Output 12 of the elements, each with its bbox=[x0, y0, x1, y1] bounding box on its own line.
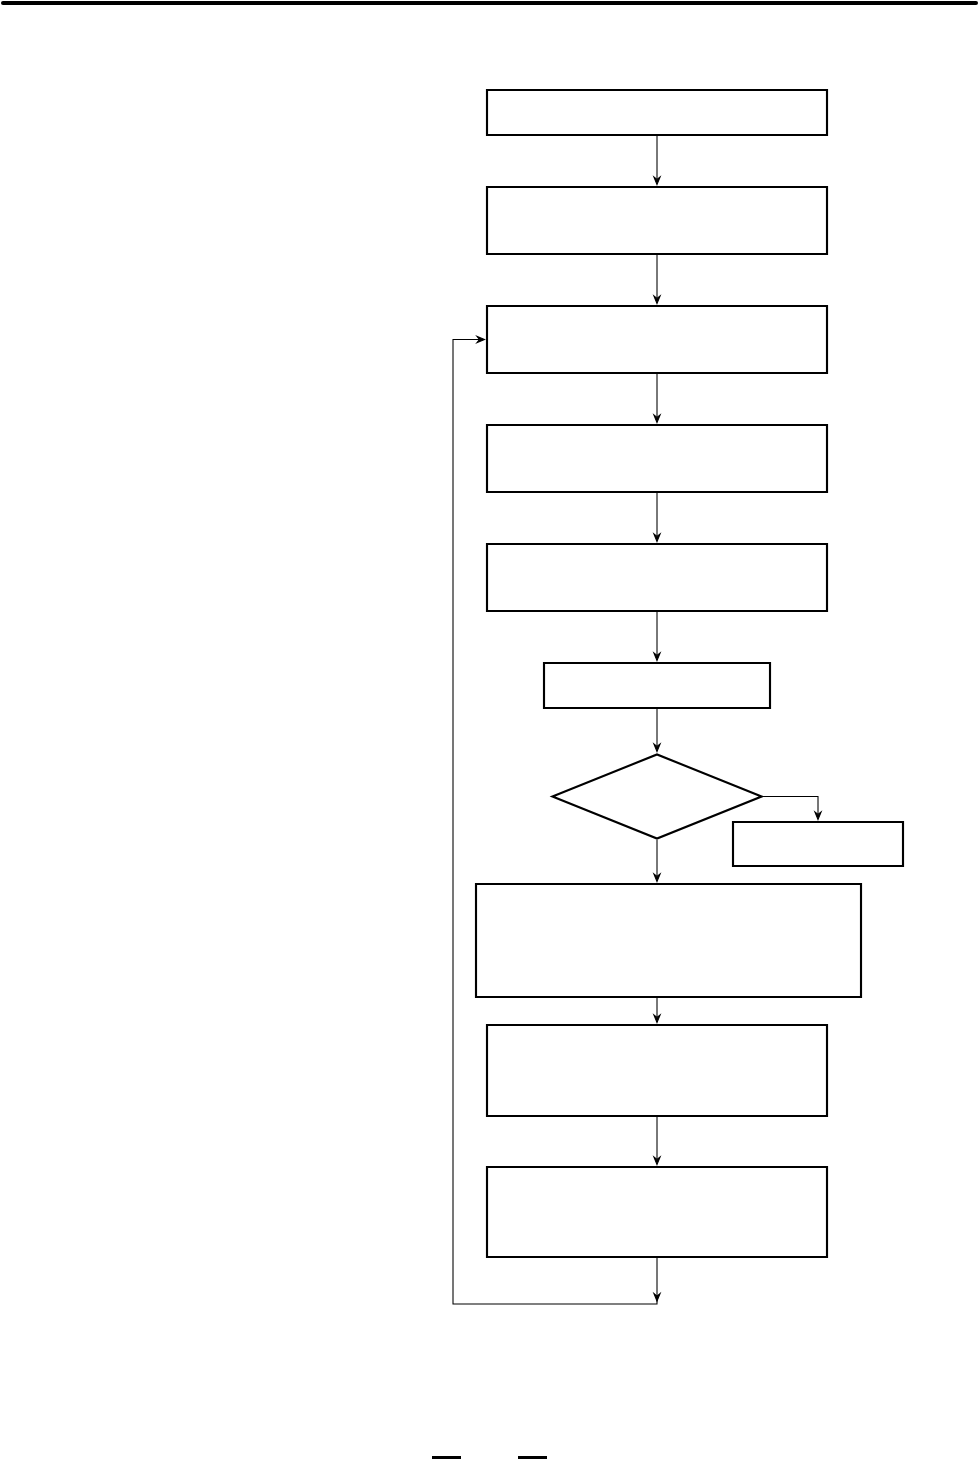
process-box bbox=[485, 185, 829, 256]
process-box bbox=[485, 304, 829, 375]
process-box bbox=[542, 661, 772, 710]
process-box bbox=[485, 88, 829, 137]
process-box bbox=[485, 423, 829, 494]
process-box bbox=[485, 1165, 829, 1259]
arrow bbox=[762, 795, 823, 821]
process-box bbox=[474, 882, 863, 999]
arrow bbox=[452, 335, 662, 1305]
process-box bbox=[485, 1023, 829, 1118]
process-box bbox=[485, 542, 829, 613]
process-box bbox=[731, 820, 905, 868]
